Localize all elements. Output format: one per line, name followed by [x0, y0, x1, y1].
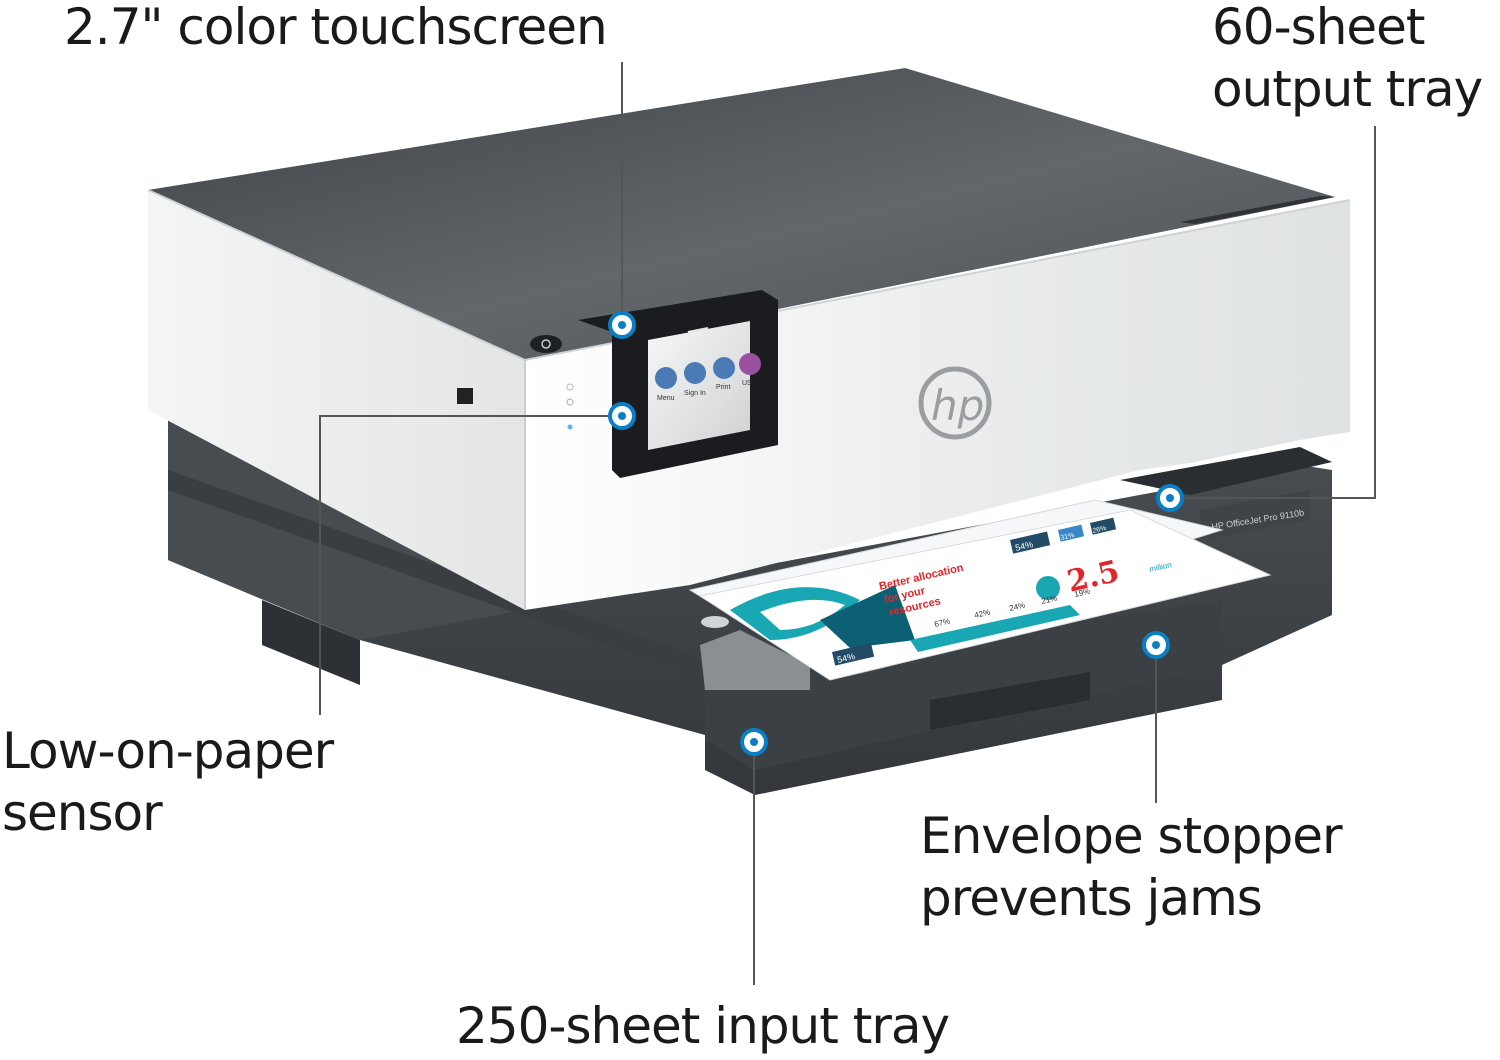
printer-top-panel: [148, 68, 1335, 360]
callout-output-tray-line2: output tray: [1212, 60, 1483, 118]
model-plate: [1200, 490, 1310, 540]
input-tray-handle: [930, 672, 1090, 730]
callout-dot-envelope-inner: [1152, 641, 1160, 649]
touchscreen-display[interactable]: [648, 321, 750, 450]
hp-logo: [918, 366, 992, 440]
screen-icon-label-us: US: [742, 380, 752, 387]
leader-low-paper: [319, 415, 610, 715]
sheet-stat-tag: [1058, 524, 1085, 542]
status-light: [566, 383, 574, 391]
leader-lines: [319, 62, 1376, 985]
input-tray-front: [705, 600, 1222, 770]
sheet-corner-tag-text: 54%: [836, 651, 856, 665]
printed-sheet: Better allocation for your resources 2.5…: [688, 499, 1272, 681]
sheet-dark-wedge: [820, 585, 915, 648]
output-slot: [1120, 447, 1332, 495]
sheet-teal-badge: [1036, 576, 1060, 600]
sheet-bar-label-4: 21%: [1040, 594, 1058, 606]
leader-output-tray: [1184, 126, 1376, 499]
callout-envelope: Envelope stopper prevents jams: [920, 805, 1343, 929]
screen-signin-icon[interactable]: [684, 362, 706, 384]
callout-dot-input-tray-inner: [750, 738, 758, 746]
screen-print-icon[interactable]: [713, 357, 735, 379]
callout-low-paper-line1: Low-on-paper: [2, 722, 334, 780]
screen-menu-icon[interactable]: [655, 367, 677, 389]
usb-port: [457, 388, 473, 404]
sheet-stat-tag: [1010, 531, 1051, 554]
printer-body-side: [148, 190, 525, 610]
callout-dot-low-paper-inner: [618, 412, 626, 420]
callout-envelope-line2: prevents jams: [920, 869, 1263, 927]
callout-touchscreen: 2.7" color touchscreen: [64, 0, 608, 58]
callout-output-tray-line1: 60-sheet: [1212, 0, 1426, 56]
callout-dot-output-tray-inner: [1166, 494, 1174, 502]
callout-dots: [608, 311, 1184, 756]
callout-low-paper-line2: sensor: [2, 784, 163, 842]
sheet-stat-tag-text-3: 26%: [1092, 525, 1107, 535]
callout-output-tray: 60-sheet output tray: [1212, 0, 1483, 120]
sheet-corner-tag: [832, 643, 875, 666]
callout-envelope-line1: Envelope stopper: [920, 807, 1343, 865]
printer-base-groove: [168, 470, 705, 680]
input-tray-sidewall: [700, 630, 810, 690]
info-light: [567, 424, 573, 430]
power-icon: [541, 339, 551, 349]
sheet-bar-label-2: 42%: [973, 608, 991, 620]
screen-us-icon[interactable]: [739, 353, 761, 375]
callout-input-tray-text: 250-sheet input tray: [456, 997, 950, 1055]
envelope-stopper: [701, 616, 729, 628]
printer-foot-left: [262, 600, 360, 685]
sheet-stat-tag-text-1: 54%: [1014, 539, 1034, 553]
sheet-stat-tag: [1089, 517, 1117, 535]
sheet-bar-label-5: 19%: [1073, 587, 1091, 599]
hp-logo-text: hp: [931, 381, 984, 430]
wifi-light: [566, 398, 574, 406]
printer-top-vent: [1180, 196, 1335, 224]
sheet-bar-label-3: 24%: [1008, 601, 1026, 613]
callout-low-paper: Low-on-paper sensor: [2, 720, 334, 844]
callout-touchscreen-text: 2.7" color touchscreen: [64, 0, 608, 56]
callout-input-tray: 250-sheet input tray: [456, 995, 950, 1057]
printer-body-front: [525, 200, 1350, 610]
sheet-teal-arc-2: [760, 599, 845, 630]
printer-base-side: [168, 420, 525, 640]
screen-icon-label-print: Print: [716, 384, 730, 391]
power-button[interactable]: [530, 335, 562, 353]
sheet-stat-tag-text-2: 31%: [1060, 532, 1075, 542]
sheet-bar-label-1: 67%: [933, 617, 951, 629]
sheet-bar-band: [910, 605, 1080, 652]
callout-dot-touchscreen-inner: [618, 321, 626, 329]
screen-icon-label-menu: Menu: [657, 395, 675, 402]
touchscreen-bar: [687, 327, 709, 333]
screen-icon-label-signin: Sign In: [684, 390, 706, 397]
